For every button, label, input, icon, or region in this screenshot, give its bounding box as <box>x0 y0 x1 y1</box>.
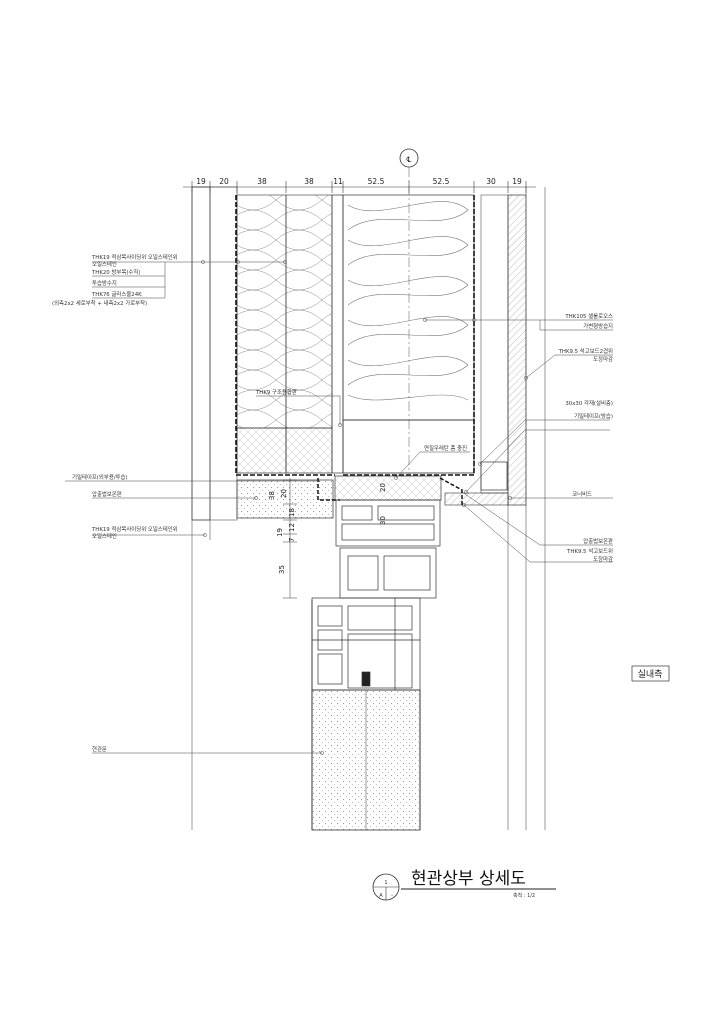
title-tag-letter: A <box>379 893 383 899</box>
dim-19-a: 19 <box>196 177 206 186</box>
label-siding-2: 오일스테인 <box>92 260 117 268</box>
label-int-tape: 기밀테이프(방습) <box>574 412 613 420</box>
gypsum-board <box>507 194 527 506</box>
label-batten: THK20 방부목(수직) <box>91 268 140 276</box>
drawing-title: 현관상부 상세도 <box>411 869 526 889</box>
outer-battens <box>209 186 238 521</box>
centerline-marker: ℄ <box>399 148 419 475</box>
label-vapor: 가변형방습지 <box>583 322 613 330</box>
cellulose-pattern <box>347 201 469 401</box>
header-beam <box>342 419 475 474</box>
label-door: 현관문 <box>92 745 107 753</box>
title-tag-number: 1 <box>384 880 387 886</box>
header-gypsum <box>444 492 509 506</box>
label-gypsum-double: THK9.5 석고보드2겹위 <box>558 347 613 355</box>
label-siding-lower: THK19 적삼목사이딩위 오일스테인위 <box>91 525 178 533</box>
center-labels: THK9 구조용합판 연질우레탄 폼 충진 <box>255 388 467 452</box>
label-siding: THK19 적삼목사이딩위 오일스테인위 <box>91 253 178 261</box>
door-frame-profile <box>311 499 441 691</box>
stud-left <box>236 427 287 474</box>
vdim-20-left: 20 <box>280 489 288 498</box>
indoor-side-label: 실내측 <box>638 669 663 680</box>
glasswool-inner <box>285 194 333 429</box>
wall-assembly <box>191 186 527 521</box>
label-gypsum-single: THK9.5 석고보드위 <box>566 547 613 555</box>
label-cornerbead: 코너비드 <box>572 490 592 498</box>
leader-lines <box>65 260 613 755</box>
right-labels: THK105 셀룰로오스 가변형방습지 THK9.5 석고보드2겹위 도장마감 … <box>558 312 613 563</box>
vdim-18: 18 <box>288 508 296 517</box>
label-batten-30: 30x30 각재(설비층) <box>565 399 613 407</box>
door-leaf <box>311 600 421 831</box>
label-foam: 연질우레탄 폼 충진 <box>424 444 467 452</box>
label-glasswool-note: (외측2x2 세로부착 + 내측2x2 가로부착) <box>52 299 147 307</box>
label-gypsum-single-2: 도장마감 <box>593 555 613 563</box>
vdim-7: 7 <box>288 538 296 542</box>
label-cellulose: THK105 셀룰로오스 <box>564 312 613 320</box>
label-gypsum-double-2: 도장마감 <box>593 355 613 363</box>
dim-38-b: 38 <box>304 177 314 186</box>
top-dimension-chain: 19 20 38 38 11 52.5 52.5 30 19 <box>183 177 536 193</box>
title-block: 1 A - 현관상부 상세도 축척 : 1/2 <box>372 869 556 901</box>
label-eps-left: 압출법보온판 <box>92 490 122 498</box>
vdim-38: 38 <box>268 491 276 500</box>
dim-30: 30 <box>486 177 496 186</box>
left-labels: THK19 적삼목사이딩위 오일스테인위 오일스테인 THK20 방부목(수직)… <box>52 253 178 753</box>
label-siding-lower-2: 오일스테인 <box>92 532 117 540</box>
label-plywood: THK9 구조용합판 <box>255 388 297 396</box>
outer-siding <box>191 186 211 521</box>
structural-plywood <box>331 194 344 474</box>
label-glasswool: THK76 글라스울24K <box>91 290 142 298</box>
label-ext-tape: 기밀테이프(외부용/투습) <box>72 473 128 481</box>
title-tag-sheet: - <box>391 893 393 899</box>
glasswool-outer <box>236 194 287 429</box>
vdim-20-center: 20 <box>379 483 387 492</box>
label-eps-right: 압출법보온판 <box>583 537 613 545</box>
dim-52-5-a: 52.5 <box>368 177 385 186</box>
vdim-12: 12 <box>288 523 296 532</box>
centerline-symbol: ℄ <box>407 155 412 164</box>
label-membrane: 투습방수지 <box>92 279 117 287</box>
dim-19-b: 19 <box>512 177 522 186</box>
airtight-tape-line <box>317 477 463 505</box>
dim-52-5-b: 52.5 <box>433 177 450 186</box>
dim-11: 11 <box>333 177 343 186</box>
vertical-dimensions: 20 38 18 19 12 7 35 30 20 <box>268 478 387 599</box>
vdim-19: 19 <box>276 528 284 537</box>
vdim-30: 30 <box>379 516 387 525</box>
service-layer <box>480 194 509 494</box>
foam-fill <box>334 475 442 501</box>
indoor-side-tag: 실내측 <box>631 665 670 682</box>
drawing-scale: 축척 : 1/2 <box>513 892 535 899</box>
vapor-membrane <box>235 195 475 476</box>
vdim-35: 35 <box>278 565 286 574</box>
cellulose-cavity <box>342 194 475 421</box>
stud-right <box>285 427 333 474</box>
batten-30x30 <box>480 461 508 491</box>
eps-exterior <box>236 479 334 519</box>
dim-20: 20 <box>219 177 229 186</box>
dim-38-a: 38 <box>257 177 267 186</box>
